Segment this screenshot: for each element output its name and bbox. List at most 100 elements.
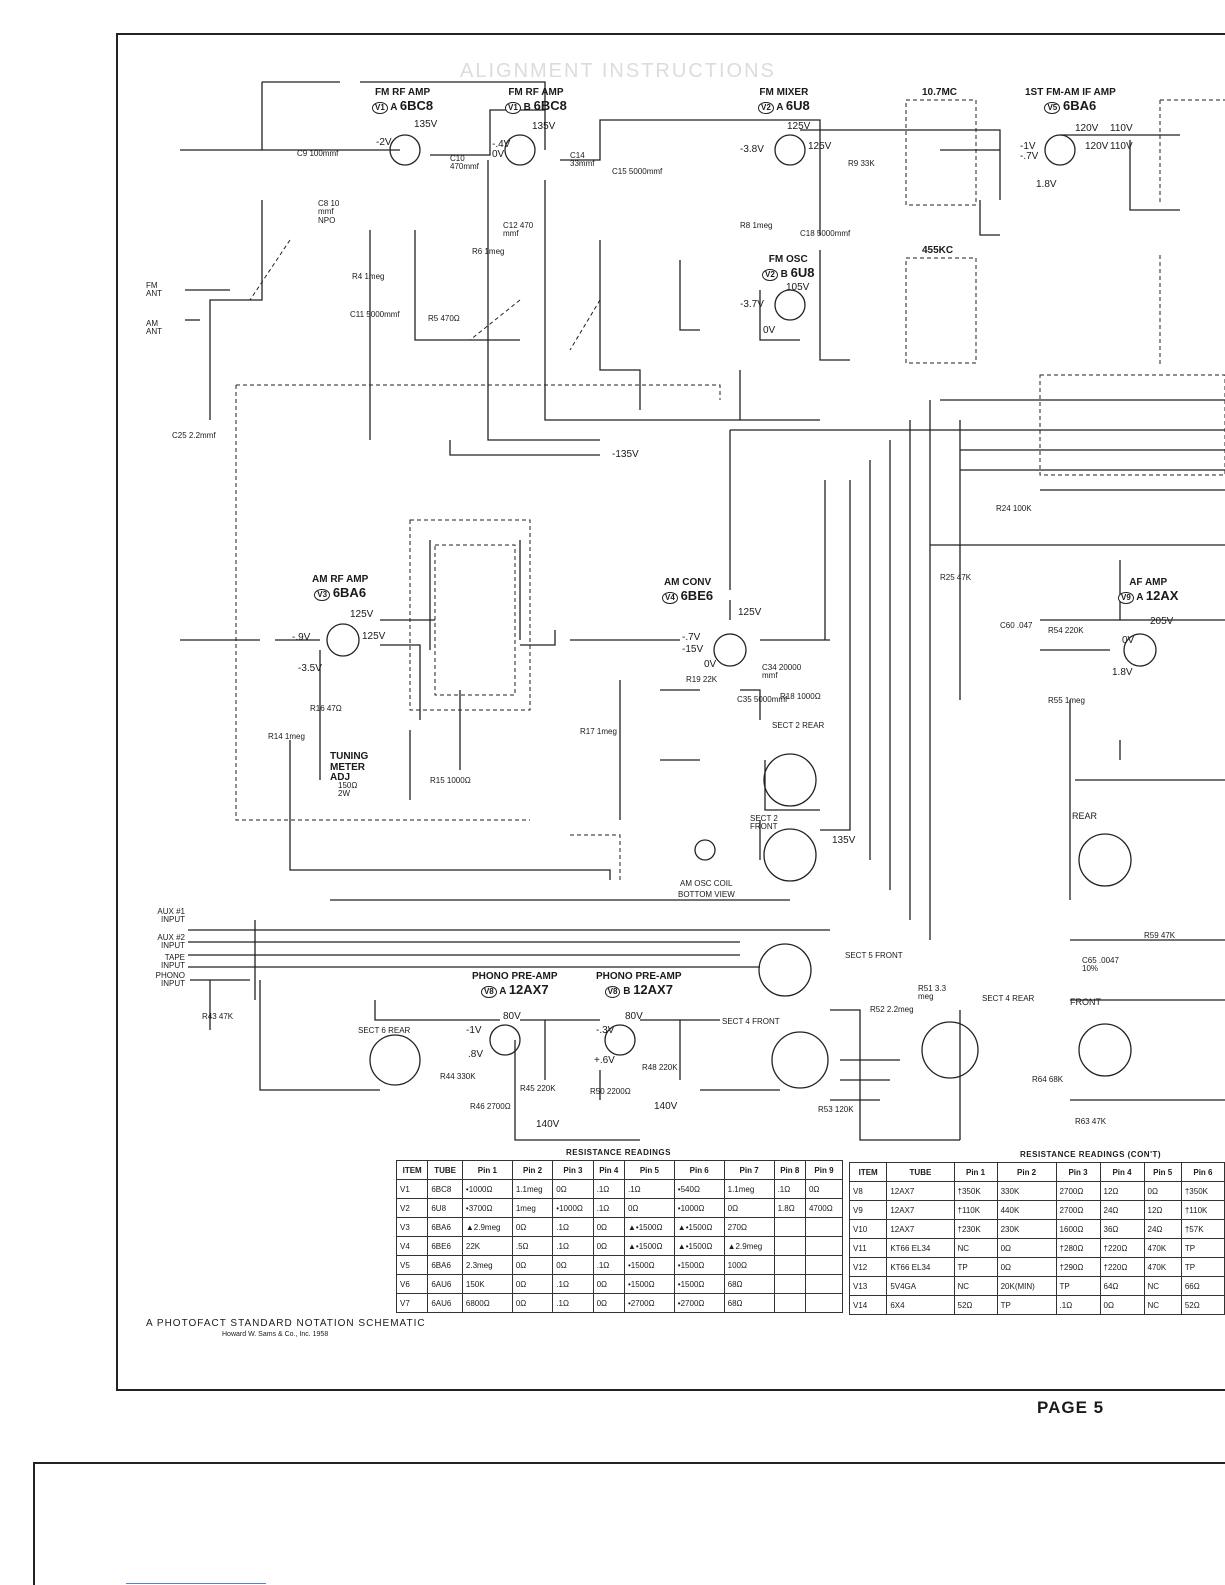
sect4-front-label: SECT 4 FRONT (722, 1017, 780, 1026)
sect6-rear-label: SECT 6 REAR (358, 1026, 411, 1035)
component-label: R9 33K (848, 159, 875, 168)
component-label: C11 5000mmf (350, 310, 400, 319)
voltage-label: 125V (350, 609, 374, 620)
table-cell: †57K (1180, 1219, 1225, 1239)
table-cell: •2700Ω (623, 1293, 675, 1313)
table-cell: 1.8Ω (773, 1198, 806, 1218)
component-label: R4 1meg (352, 272, 385, 281)
voltage-label: 1.8V (1036, 179, 1057, 190)
component-label: R19 22K (686, 675, 718, 684)
component-label: R53 120K (818, 1105, 854, 1114)
table-cell (804, 1236, 844, 1256)
table-cell: †350K (1180, 1181, 1225, 1201)
table-cell: 2.3meg (461, 1255, 513, 1275)
voltage-label: 0V (492, 149, 505, 160)
table-header-cell: Pin 5 (623, 1160, 675, 1180)
table-cell: 1.1meg (511, 1179, 554, 1199)
table-cell: 24Ω (1099, 1200, 1145, 1220)
table-cell: 0Ω (592, 1274, 625, 1294)
component-label: R25 47K (940, 573, 972, 582)
table-cell: TP (953, 1257, 998, 1277)
table-cell: •1500Ω (623, 1255, 675, 1275)
table-cell: 52Ω (1180, 1295, 1225, 1315)
table-cell: 12AX7 (886, 1181, 955, 1201)
table-cell: 20K(MIN) (996, 1276, 1057, 1296)
am-antenna-label: AM ANT (146, 319, 162, 337)
am-conv-label: AM CONV V4 6BE6 (662, 577, 714, 604)
voltage-label: 135V (532, 121, 556, 132)
sect2-rear-label: SECT 2 REAR (772, 721, 825, 730)
voltage-label: .8V (468, 1049, 484, 1060)
table-cell: 6AU6 (427, 1274, 463, 1294)
voltage-label: 125V (787, 121, 811, 132)
component-label: R6 1meg (472, 247, 505, 256)
component-label: R54 220K (1048, 626, 1084, 635)
tuning-meter-label: TUNING METER ADJ (330, 751, 369, 783)
voltage-label: 140V (654, 1101, 678, 1112)
voltage-label: 135V (414, 119, 438, 130)
component-label: R46 2700Ω (470, 1102, 511, 1111)
table-cell: •540Ω (673, 1179, 725, 1199)
table-cell: V2 (395, 1198, 429, 1218)
table-cell: TP (1055, 1276, 1101, 1296)
table-cell (773, 1236, 806, 1256)
table-cell: •1000Ω (461, 1179, 513, 1199)
aux1-input-label: AUX #1 INPUT (157, 907, 185, 925)
table-cell: 0Ω (804, 1179, 844, 1199)
table-cell: .1Ω (552, 1236, 594, 1256)
voltage-label: 120V (1075, 123, 1099, 134)
table-cell: 2700Ω (1055, 1200, 1101, 1220)
table-cell: .5Ω (511, 1236, 554, 1256)
table-cell: .1Ω (623, 1179, 675, 1199)
table-cell: KT66 EL34 (886, 1238, 955, 1258)
component-label: R50 2200Ω (590, 1087, 631, 1096)
component-label: R63 47K (1075, 1117, 1107, 1126)
table-cell: 100Ω (723, 1255, 775, 1275)
table-cell: ▲•1500Ω (623, 1217, 675, 1237)
table-cell: 470K (1143, 1238, 1182, 1258)
resistance-table-title: RESISTANCE READINGS (566, 1148, 671, 1157)
sect5-front-label: SECT 5 FRONT (845, 951, 903, 960)
table-cell: 66Ω (1180, 1276, 1225, 1296)
table-header-cell: Pin 4 (592, 1160, 625, 1180)
fm-mixer-label: FM MIXER V2 A 6U8 (758, 87, 810, 114)
voltage-label: -.3V (596, 1025, 615, 1036)
table-header-cell: Pin 3 (552, 1160, 594, 1180)
table-cell: †220Ω (1099, 1238, 1145, 1258)
aux2-input-label: AUX #2 INPUT (157, 933, 185, 951)
voltage-label: -15V (682, 644, 704, 655)
table-cell: ▲•1500Ω (673, 1217, 725, 1237)
component-label: C18 5000mmf (800, 229, 851, 238)
component-label: R43 47K (202, 1012, 234, 1021)
component-label: R64 68K (1032, 1075, 1064, 1084)
table-cell: •1500Ω (673, 1255, 725, 1275)
phono-preamp-label-1: PHONO PRE-AMP V8 A 12AX7 (472, 971, 558, 998)
if-10-7mc-label: 10.7MC (922, 87, 958, 98)
component-label: C8 10 mmf NPO (318, 199, 340, 225)
table-cell: V5 (395, 1255, 429, 1275)
voltage-label: -.4V (492, 139, 511, 150)
table-cell: 440K (996, 1200, 1057, 1220)
table-header-cell: Pin 4 (1099, 1162, 1145, 1182)
voltage-label: -3.8V (740, 144, 764, 155)
table-cell: 0Ω (592, 1293, 625, 1313)
table-cell: .1Ω (592, 1255, 625, 1275)
component-label: C65 .0047 10% (1082, 956, 1119, 974)
voltage-label: 125V (362, 631, 386, 642)
phono-preamp-label-2: PHONO PRE-AMP V8 B 12AX7 (596, 971, 682, 998)
table-cell: 12Ω (1099, 1181, 1145, 1201)
table-cell: .1Ω (592, 1179, 625, 1199)
table-header-cell: Pin 3 (1055, 1162, 1101, 1182)
table-cell: †280Ω (1055, 1238, 1101, 1258)
component-label: R8 1meg (740, 221, 773, 230)
table-cell: NC (953, 1276, 998, 1296)
table-header-cell: Pin 5 (1143, 1162, 1182, 1182)
table-header-cell: Pin 9 (804, 1160, 844, 1180)
voltage-label: -.7V (682, 632, 701, 643)
table-cell: 230K (996, 1219, 1057, 1239)
